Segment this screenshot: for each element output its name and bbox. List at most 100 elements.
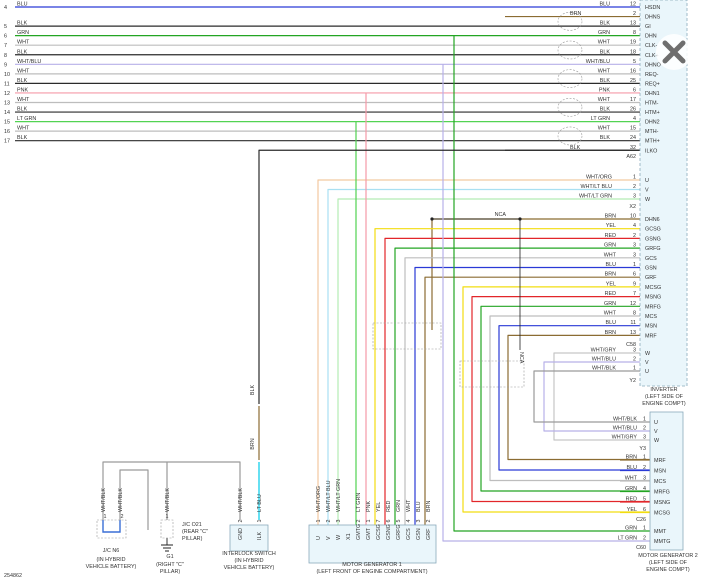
mid-wire bbox=[384, 237, 640, 525]
inverter-terminal-label: GCS bbox=[645, 256, 657, 262]
wire-color-label: BRN bbox=[570, 11, 581, 17]
wire-color-label: WHT bbox=[17, 68, 30, 74]
wire-number: 18 bbox=[630, 49, 636, 55]
wire-color-label: WHT/BLK bbox=[101, 488, 107, 512]
wire-color-label: BLU bbox=[606, 262, 617, 268]
wire-color-label: LT GRN bbox=[356, 493, 362, 512]
wire-color-label: WHT/GRY bbox=[591, 348, 617, 354]
inverter-terminal-label: MRF bbox=[645, 333, 657, 339]
wire-color-label: BLU bbox=[606, 320, 617, 326]
wire-number: 6 bbox=[633, 87, 636, 93]
wire-position-number: 5 bbox=[4, 24, 7, 30]
wire-number: 6 bbox=[633, 272, 636, 278]
uvw-wire bbox=[337, 198, 640, 525]
mg1-pin-number: 3 bbox=[416, 520, 422, 523]
ilk-caption: INTERLOCK SWITCH bbox=[222, 551, 276, 557]
jc-pin-number: 1 bbox=[104, 514, 107, 520]
jc-o21-location: PILLAR) bbox=[182, 536, 203, 542]
mid-wire bbox=[498, 325, 650, 471]
diagram-id: 254862 bbox=[4, 573, 22, 579]
wire-position-number: 8 bbox=[4, 53, 7, 59]
inverter-terminal-label: DHNO bbox=[645, 62, 661, 68]
inverter-terminal-label: MRFG bbox=[645, 304, 661, 310]
wire-position-number: 14 bbox=[4, 110, 10, 116]
drop-wire bbox=[453, 35, 650, 532]
shield-group-box bbox=[459, 360, 525, 388]
wire-color-label: WHT/BLK bbox=[613, 417, 637, 423]
close-button[interactable] bbox=[656, 34, 692, 70]
wire-color-label: GRN bbox=[604, 301, 616, 307]
wire-color-label: RED bbox=[605, 291, 616, 297]
wire-position-number: 9 bbox=[4, 62, 7, 68]
jc-n6-label: J/C N6 bbox=[103, 548, 119, 554]
mg2-terminal-label: V bbox=[654, 429, 658, 435]
wire-number: 4 bbox=[633, 116, 636, 122]
wire-color-label: RED bbox=[386, 501, 392, 512]
mid-wire bbox=[462, 286, 650, 513]
ground-icon bbox=[161, 538, 173, 552]
wire-color-label: WHT/LT BLU bbox=[580, 184, 612, 190]
mid-wire bbox=[374, 228, 640, 525]
mg2-terminal-label: MRF bbox=[654, 458, 666, 464]
wire-number: 1 bbox=[643, 417, 646, 423]
wire-color-label: BLK bbox=[17, 78, 28, 84]
wire-position-number: 6 bbox=[4, 34, 7, 40]
wire-position-number: 10 bbox=[4, 72, 10, 78]
wire-color-label: BRN bbox=[626, 455, 637, 461]
ilk-pin-number: 2 bbox=[238, 520, 244, 523]
connector-c60-label: C60 bbox=[636, 545, 646, 551]
wire-color-label: BLK bbox=[570, 145, 581, 151]
wire-color-label: WHT bbox=[17, 126, 30, 132]
wire-color-label: WHT/BLK bbox=[118, 488, 124, 512]
mg2-caption: ENGINE COMPT) bbox=[646, 567, 690, 573]
wire-number: 19 bbox=[630, 40, 636, 46]
wire-color-label: WHT/LT GRN bbox=[336, 479, 342, 512]
wire-color-label: WHT/ORG bbox=[586, 175, 612, 181]
wire-color-label: BRN bbox=[250, 438, 256, 449]
mg1-pin-label: X1 bbox=[346, 533, 352, 540]
wire-color-label: BRN bbox=[426, 501, 432, 512]
mg2-terminal-label: U bbox=[654, 420, 658, 426]
ilk-wire bbox=[258, 149, 640, 404]
inverter-caption: (LEFT SIDE OF bbox=[645, 394, 684, 400]
wire-position-number: 17 bbox=[4, 139, 10, 145]
wire-color-label: RED bbox=[626, 497, 637, 503]
mg1-pin-number: 2 bbox=[326, 520, 332, 523]
wire-color-label: PNK bbox=[17, 87, 28, 93]
mg1-pin-label: W bbox=[336, 534, 342, 540]
close-icon bbox=[662, 40, 686, 64]
mg1-pin-number: 6 bbox=[386, 520, 392, 523]
wire-position-number: 13 bbox=[4, 101, 10, 107]
uvw-wire bbox=[327, 188, 640, 525]
inverter-terminal-label: DHN2 bbox=[645, 120, 660, 126]
wire-color-label: WHT bbox=[17, 97, 30, 103]
mg2-terminal-label: MRFG bbox=[654, 490, 670, 496]
wire-number: 12 bbox=[630, 301, 636, 307]
mg1-pin-number: 5 bbox=[396, 520, 402, 523]
mg2-terminal-label: MMTG bbox=[654, 539, 670, 545]
splice-dot bbox=[430, 217, 434, 221]
inverter-terminal-label: MTH+ bbox=[645, 139, 660, 145]
inverter-terminal-label: GSNG bbox=[645, 236, 661, 242]
wire-color-label: WHT/ORG bbox=[316, 486, 322, 512]
inverter-terminal-label: DHN1 bbox=[645, 91, 660, 97]
wire-number: 9 bbox=[633, 281, 636, 287]
mg1-pin-number: 4 bbox=[406, 520, 412, 523]
wire-number: 3 bbox=[643, 435, 646, 441]
wire-number: 17 bbox=[630, 97, 636, 103]
wire-color-label: BLU bbox=[416, 501, 422, 512]
ilk-caption: (IN HYBRID bbox=[234, 558, 263, 564]
inverter-terminal-label: CLK- bbox=[645, 43, 657, 49]
wire-color-label: WHT bbox=[598, 126, 611, 132]
wire-color-label: YEL bbox=[606, 281, 616, 287]
wire-number: 13 bbox=[630, 21, 636, 27]
wire-number: 5 bbox=[643, 497, 646, 503]
ilk-pin-label: GND bbox=[238, 528, 244, 540]
inverter-caption: ENGINE COMPT) bbox=[642, 401, 686, 407]
g1-location: (RIGHT "C" bbox=[156, 562, 184, 568]
wire-color-label: BLK bbox=[17, 135, 28, 141]
inverter-terminal-label: MTH- bbox=[645, 129, 659, 135]
wire-number: 13 bbox=[630, 330, 636, 336]
mg2-caption: (LEFT SIDE OF bbox=[649, 560, 688, 566]
